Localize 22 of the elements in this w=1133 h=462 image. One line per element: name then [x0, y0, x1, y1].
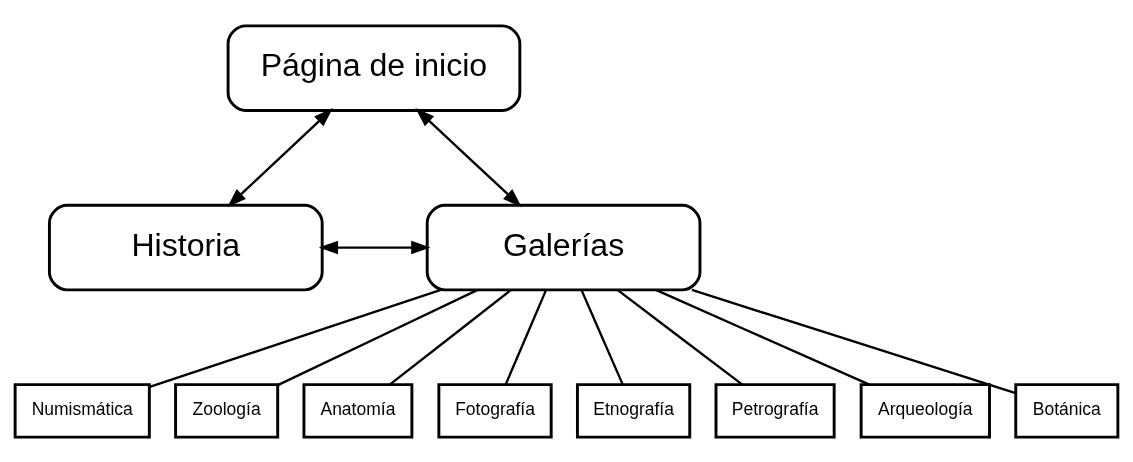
node-box: Fotografía: [437, 382, 553, 439]
connector: [277, 288, 479, 386]
connector: [149, 288, 442, 388]
node-box: Arqueología: [859, 382, 991, 439]
node-box: Zoología: [174, 382, 280, 439]
node-box: Página de inicio: [226, 23, 522, 112]
arrow: [227, 107, 333, 207]
connector: [504, 288, 548, 385]
node-box: Anatomía: [302, 382, 414, 439]
arrow: [318, 240, 431, 254]
node-box: Numismática: [13, 382, 151, 439]
connector: [580, 288, 624, 385]
connector: [616, 288, 744, 386]
arrow: [415, 107, 522, 207]
connector: [655, 288, 870, 386]
connector: [691, 288, 1016, 394]
node-box: Petrografía: [714, 382, 836, 439]
node-box: Botánica: [1014, 382, 1120, 439]
node-box: Etnografía: [576, 382, 692, 439]
node-box: Galerías: [425, 203, 702, 291]
node-box: Historia: [47, 203, 324, 291]
connector: [389, 288, 512, 386]
